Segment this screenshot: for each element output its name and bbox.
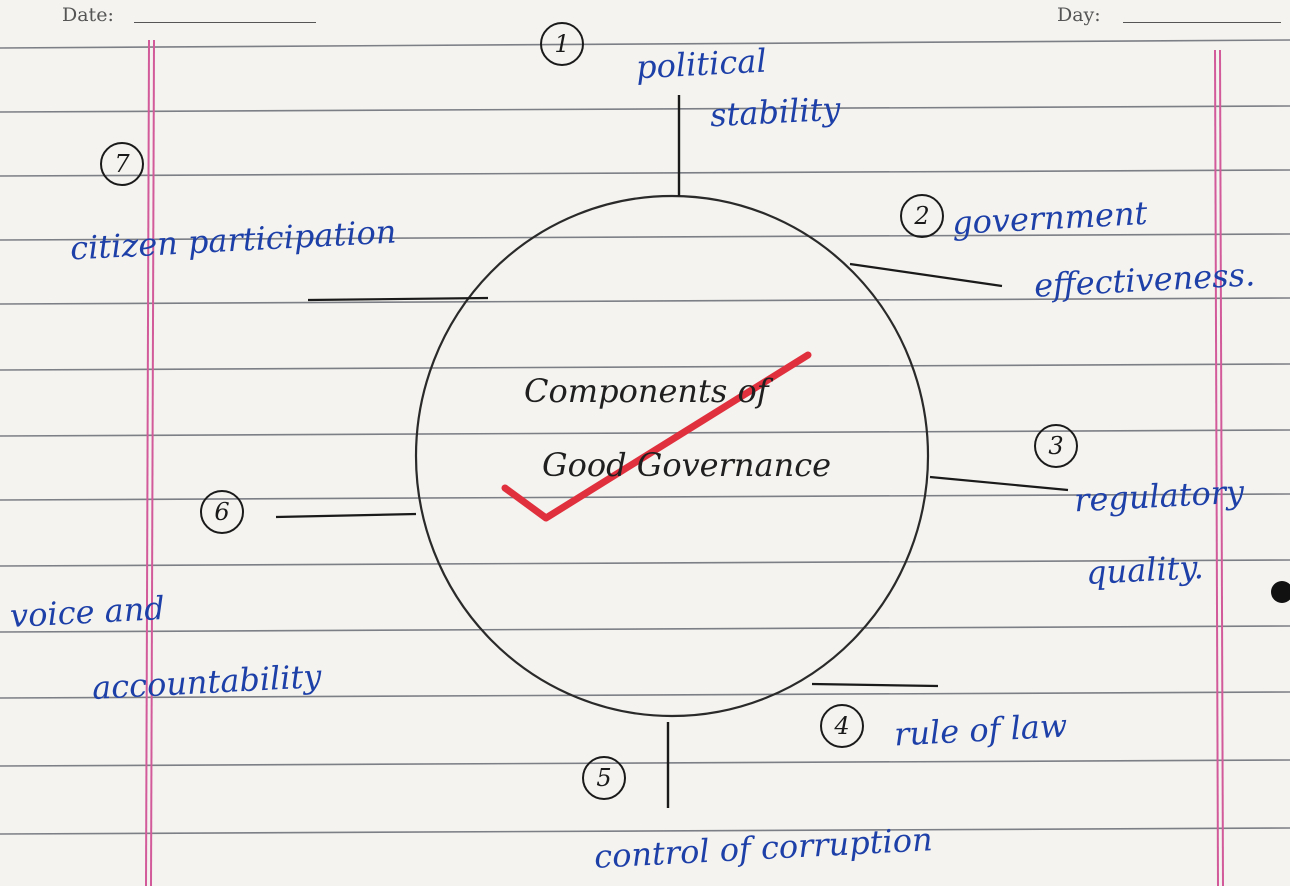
connector-4 [811, 682, 939, 688]
number-badge-1: 1 [540, 22, 584, 66]
connector-7 [307, 296, 489, 302]
number-badge-7: 7 [100, 142, 144, 186]
connector-6 [275, 512, 417, 519]
component-3-label-line-2: quality. [1085, 547, 1205, 593]
center-title-line-2: Good Governance [542, 446, 832, 484]
number-badge-5: 5 [582, 756, 626, 800]
connector-3 [929, 475, 1069, 492]
red-checkmark [501, 351, 812, 522]
date-label: Date: [62, 4, 114, 26]
number-badge-6: 6 [200, 490, 244, 534]
binder-hole [1271, 581, 1290, 603]
connector-2 [849, 262, 1003, 288]
day-field-line [1123, 22, 1281, 23]
day-label: Day: [1057, 4, 1101, 26]
component-4-label: rule of law [893, 706, 1069, 754]
number-badge-3: 3 [1034, 424, 1078, 468]
center-title-line-1: Components of [524, 372, 769, 410]
number-badge-4: 4 [820, 704, 864, 748]
component-1-label-line-1: political [635, 41, 768, 87]
date-field-line [134, 22, 316, 23]
component-6-label-line-1: voice and [9, 588, 166, 636]
component-3-label-line-1: regulatory [1073, 472, 1246, 520]
component-1-label-line-2: stability [709, 89, 842, 135]
center-circle [414, 194, 930, 718]
number-badge-2: 2 [900, 194, 944, 238]
